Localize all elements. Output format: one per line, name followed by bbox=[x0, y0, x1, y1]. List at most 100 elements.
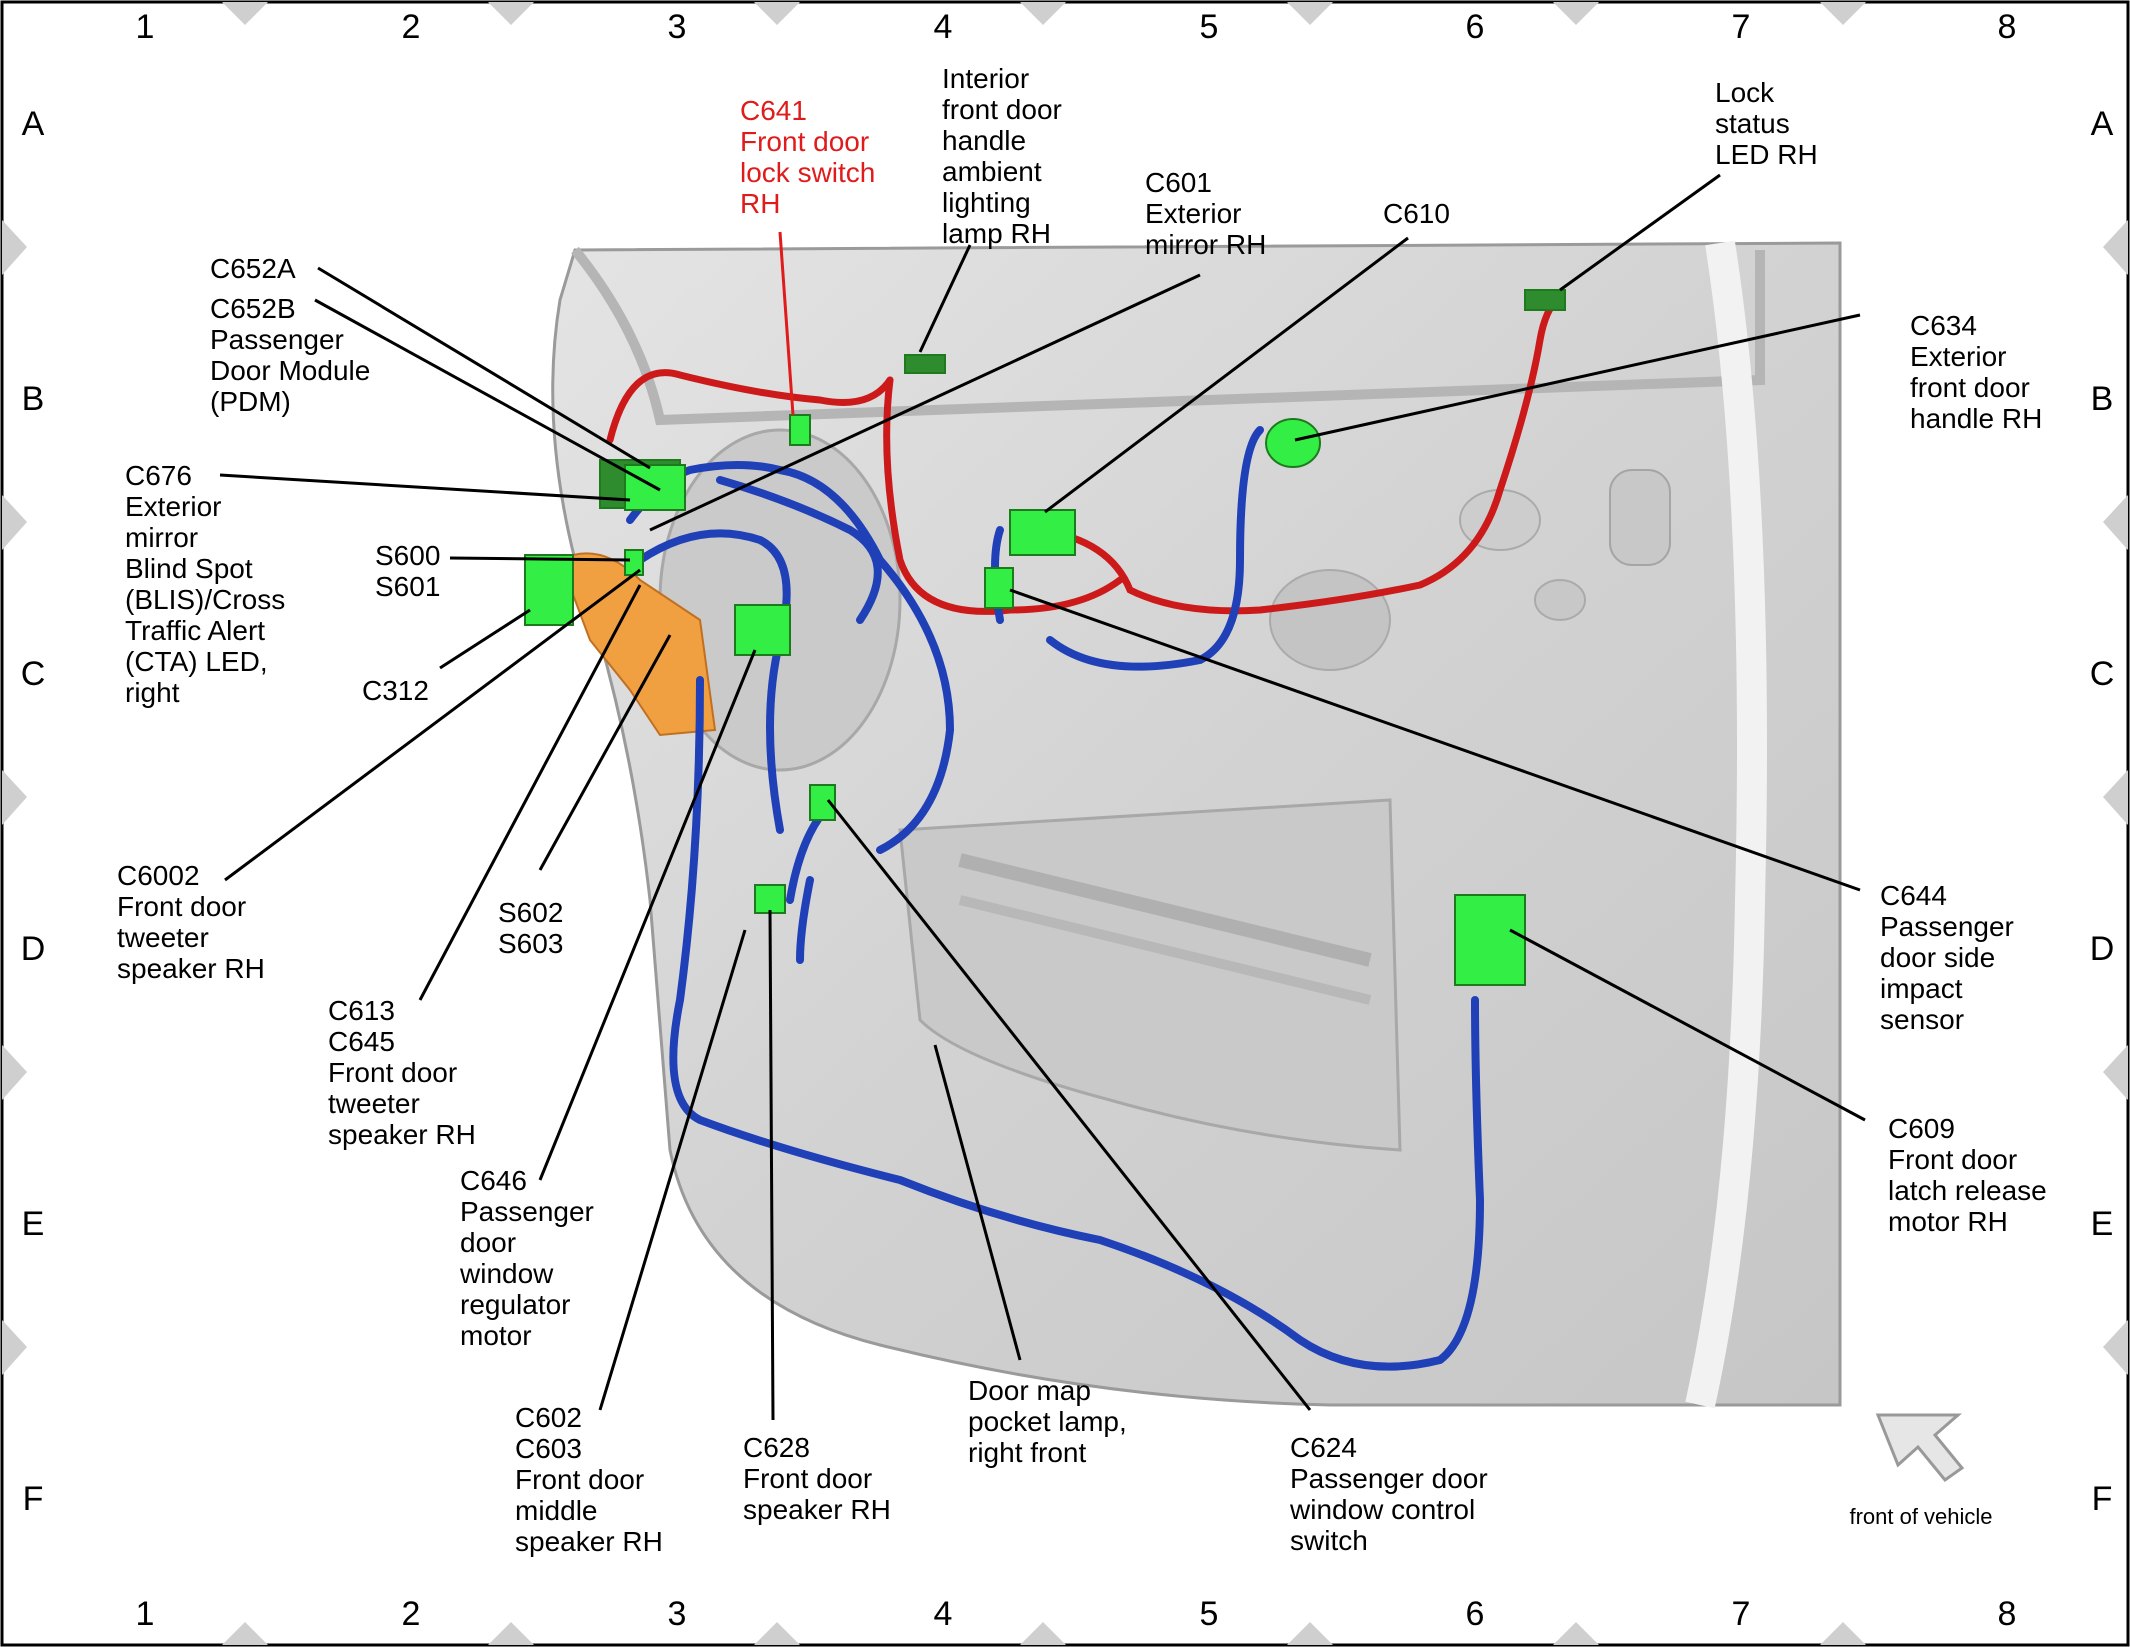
callout-line: S600 bbox=[375, 540, 440, 571]
front-of-vehicle-label: front of vehicle bbox=[1849, 1504, 1992, 1529]
callout-line: mirror RH bbox=[1145, 229, 1266, 260]
callout-line: Traffic Alert bbox=[125, 615, 265, 646]
connector-c609 bbox=[1454, 894, 1526, 986]
callout-line: latch release bbox=[1888, 1175, 2047, 1206]
grid-col-4: 4 bbox=[934, 8, 953, 46]
grid-row-a: A bbox=[22, 105, 45, 143]
callout-c652a: C652A bbox=[210, 253, 296, 284]
grid-row-c: C bbox=[21, 655, 46, 693]
callout-line: Blind Spot bbox=[125, 553, 253, 584]
connector-c628 bbox=[754, 884, 786, 914]
callout-line: (BLIS)/Cross bbox=[125, 584, 285, 615]
callout-line: Exterior bbox=[1145, 198, 1241, 229]
callout-line: impact bbox=[1880, 973, 1963, 1004]
callout-line: door bbox=[460, 1227, 516, 1258]
grid-col-1-bottom: 1 bbox=[136, 1595, 155, 1633]
callout-line: sensor bbox=[1880, 1004, 1964, 1035]
callout-line: Door map bbox=[968, 1375, 1091, 1406]
grid-row-d-right: D bbox=[2090, 930, 2115, 968]
connector-c641 bbox=[789, 414, 811, 446]
callout-line: lighting bbox=[942, 187, 1031, 218]
callout-line: Exterior bbox=[1910, 341, 2006, 372]
callout-line: Passenger bbox=[1880, 911, 2014, 942]
callout-line: Passenger bbox=[460, 1196, 594, 1227]
callout-line: Front door bbox=[515, 1464, 644, 1495]
grid-columns-bottom: 1 2 3 4 5 6 7 8 bbox=[136, 1595, 2017, 1633]
grid-col-6: 6 bbox=[1466, 8, 1485, 46]
callout-line: Passenger door bbox=[1290, 1463, 1488, 1494]
callout-line: C641 bbox=[740, 95, 807, 126]
grid-col-6-bottom: 6 bbox=[1466, 1595, 1485, 1633]
grid-col-4-bottom: 4 bbox=[934, 1595, 953, 1633]
callout-line: Front door bbox=[740, 126, 869, 157]
grid-col-1: 1 bbox=[136, 8, 155, 46]
callout-line: Front door bbox=[117, 891, 246, 922]
callout-line: C601 bbox=[1145, 167, 1212, 198]
callout-line: tweeter bbox=[117, 922, 209, 953]
callout-c312: C312 bbox=[362, 675, 429, 706]
connector-c312 bbox=[524, 554, 574, 626]
callout-line: pocket lamp, bbox=[968, 1406, 1127, 1437]
callout-line: C602 bbox=[515, 1402, 582, 1433]
connector-c646 bbox=[734, 604, 791, 656]
callout-line: tweeter bbox=[328, 1088, 420, 1119]
callout-line: S603 bbox=[498, 928, 563, 959]
callout-line: mirror bbox=[125, 522, 198, 553]
callout-line: door side bbox=[1880, 942, 1995, 973]
callout-line: Front door bbox=[743, 1463, 872, 1494]
grid-col-2: 2 bbox=[402, 8, 421, 46]
callout-line: speaker RH bbox=[515, 1526, 663, 1557]
callout-line: ambient bbox=[942, 156, 1042, 187]
connector-interior-lamp bbox=[904, 354, 946, 374]
callout-line: C634 bbox=[1910, 310, 1977, 341]
callout-line: C624 bbox=[1290, 1432, 1357, 1463]
grid-col-2-bottom: 2 bbox=[402, 1595, 421, 1633]
callout-line: Front door bbox=[1888, 1144, 2017, 1175]
callout-line: speaker RH bbox=[117, 953, 265, 984]
grid-row-e: E bbox=[22, 1205, 45, 1243]
grid-col-8: 8 bbox=[1998, 8, 2017, 46]
grid-row-e-right: E bbox=[2091, 1205, 2114, 1243]
callout-line: regulator bbox=[460, 1289, 571, 1320]
callout-line: C609 bbox=[1888, 1113, 1955, 1144]
callout-line: C645 bbox=[328, 1026, 395, 1057]
grid-col-7: 7 bbox=[1732, 8, 1751, 46]
grid-col-3-bottom: 3 bbox=[668, 1595, 687, 1633]
grid-rows-left: A B C D E F bbox=[21, 105, 46, 1518]
direction-arrow-icon bbox=[1875, 1413, 1965, 1483]
grid-col-7-bottom: 7 bbox=[1732, 1595, 1751, 1633]
connector-c610 bbox=[1009, 509, 1076, 556]
grid-row-b-right: B bbox=[2091, 380, 2114, 418]
door-panel-illustration bbox=[551, 240, 1842, 1409]
grid-row-b: B bbox=[22, 380, 45, 418]
callout-c610: C610 bbox=[1383, 198, 1450, 229]
leader-lines bbox=[219, 173, 1866, 1421]
callout-line: Passenger bbox=[210, 324, 344, 355]
callout-line: C312 bbox=[362, 675, 429, 706]
callout-line: S601 bbox=[375, 571, 440, 602]
callout-line: window control bbox=[1289, 1494, 1475, 1525]
grid-col-5-bottom: 5 bbox=[1200, 1595, 1219, 1633]
callout-line: C628 bbox=[743, 1432, 810, 1463]
grid-row-a-right: A bbox=[2091, 105, 2114, 143]
connector-c644 bbox=[984, 567, 1014, 609]
callout-line: LED RH bbox=[1715, 139, 1818, 170]
front-of-vehicle-indicator: front of vehicle bbox=[1849, 1413, 1993, 1529]
callout-line: status bbox=[1715, 108, 1790, 139]
callout-line: Exterior bbox=[125, 491, 221, 522]
callout-line: C603 bbox=[515, 1433, 582, 1464]
connector-c634 bbox=[1265, 418, 1321, 468]
callout-line: lock switch bbox=[740, 157, 875, 188]
grid-row-c-right: C bbox=[2090, 655, 2115, 693]
